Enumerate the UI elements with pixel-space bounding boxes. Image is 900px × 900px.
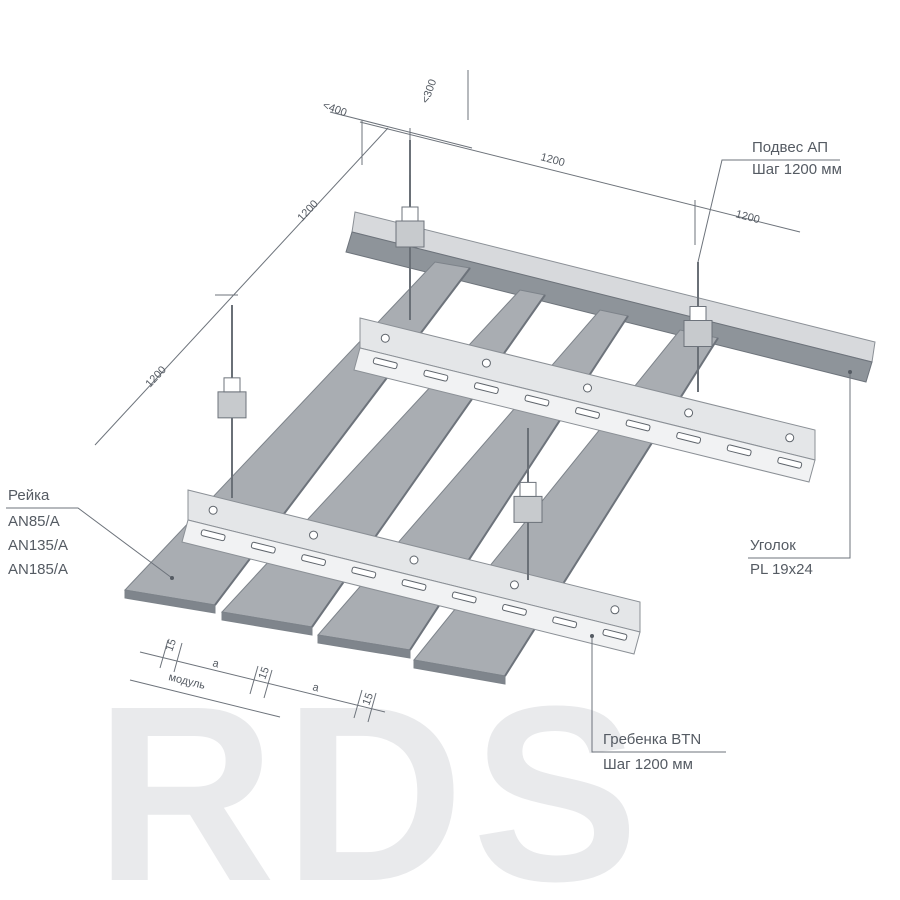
carrier-hole <box>208 505 218 515</box>
hanger-spring <box>689 306 707 321</box>
carrier-hole <box>785 433 795 443</box>
carrier-slot <box>552 616 578 629</box>
carrier-slot <box>401 579 427 591</box>
carrier-slot <box>524 394 550 407</box>
carrier-strip-front <box>181 489 641 655</box>
dim-1200-right: 1200 <box>734 208 761 226</box>
hangers <box>217 140 713 580</box>
dim-1200-top: 1200 <box>539 151 566 169</box>
dim-300: <300 <box>420 78 440 105</box>
carrier-slot <box>473 382 499 395</box>
dim-gap-2: 15 <box>257 665 272 681</box>
dim-400: <400 <box>321 100 348 120</box>
hanger-spring <box>519 481 537 497</box>
hanger-clamp <box>683 320 713 347</box>
carrier-hole <box>309 530 319 540</box>
panel-front-lip <box>413 659 506 685</box>
callout-podves: Подвес АП Шаг 1200 мм <box>697 139 842 263</box>
dim-gap-1: 15 <box>164 637 179 653</box>
carrier-hole <box>583 383 592 393</box>
carrier-slot <box>625 419 651 432</box>
panel-front-lip <box>221 611 313 636</box>
carrier-slot <box>575 407 600 419</box>
label-ugolok-title: Уголок <box>750 537 796 554</box>
hanger-clamp <box>217 391 247 419</box>
panel-front-lip <box>317 634 411 659</box>
label-ugolok-spec: PL 19x24 <box>750 561 813 578</box>
carrier-slot <box>726 444 752 457</box>
callout-ugolok: Уголок PL 19x24 <box>748 370 852 578</box>
dimension-lines <box>94 70 801 723</box>
hanger-spring <box>223 377 241 393</box>
carrier-slot <box>501 603 527 616</box>
dim-gap-3: 15 <box>361 691 376 707</box>
dim-a-2: a <box>311 681 321 694</box>
hanger-spring <box>401 206 419 222</box>
carrier-strip-back <box>353 317 816 483</box>
carrier-slot <box>372 357 398 370</box>
label-reyka-an135: AN135/A <box>8 537 68 554</box>
callout-reyka: Рейка AN85/A AN135/A AN185/A <box>6 487 174 580</box>
carrier-hole <box>610 605 620 615</box>
label-reyka-an85: AN85/A <box>8 513 60 530</box>
label-podves-step: Шаг 1200 мм <box>752 161 842 178</box>
carrier-slot <box>602 628 628 641</box>
rds-watermark: RDS <box>95 654 647 900</box>
label-podves-title: Подвес АП <box>752 139 828 156</box>
label-grebenka-title: Гребенка BTN <box>603 731 701 748</box>
label-reyka-title: Рейка <box>8 487 50 504</box>
carrier-hole <box>409 555 419 565</box>
label-reyka-an185: AN185/A <box>8 561 68 578</box>
dim-1200-diag-lower: 1200 <box>143 364 168 390</box>
hanger-clamp <box>395 220 425 248</box>
hanger-clamp <box>513 495 543 523</box>
carrier-slot <box>423 369 449 382</box>
carrier-slot <box>250 541 276 554</box>
carrier-slot <box>351 566 377 579</box>
carrier-hole <box>509 580 519 590</box>
dim-a-1: a <box>211 657 221 670</box>
panel-front-lip <box>124 589 216 614</box>
carrier-hole <box>684 408 694 418</box>
carrier-hole <box>380 333 390 343</box>
carrier-slot <box>200 529 226 542</box>
carrier-hole <box>481 358 491 368</box>
callout-grebenka: Гребенка BTN Шаг 1200 мм <box>590 634 726 773</box>
carrier-slot <box>676 431 702 444</box>
carrier-slot <box>777 456 803 469</box>
label-grebenka-step: Шаг 1200 мм <box>603 756 693 773</box>
carrier-slot <box>301 554 327 567</box>
carrier-slot <box>451 591 477 604</box>
dim-1200-diag-upper: 1200 <box>295 198 320 224</box>
